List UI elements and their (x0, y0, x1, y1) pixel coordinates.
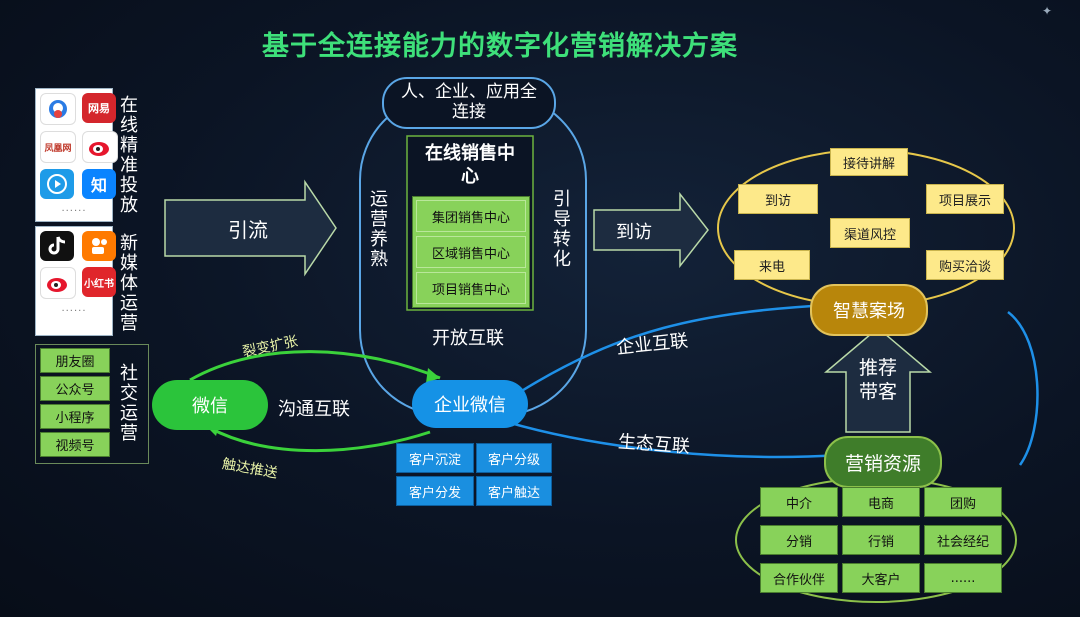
social-panel (35, 344, 149, 464)
res-item-ecommerce: 电商 (842, 487, 920, 517)
douyin-icon (40, 231, 74, 261)
conversion-label: 引导转化 (553, 189, 571, 270)
new-media-panel: 小红书 ...... (35, 226, 116, 336)
eco-link (499, 418, 841, 459)
resources-node: 营销资源 (824, 436, 942, 488)
site-item-call: 来电 (734, 250, 810, 280)
page-title: 基于全连接能力的数字化营销解决方案 (262, 31, 738, 62)
wecom-node: 企业微信 (412, 380, 528, 428)
full-connect-label: 人、企业、应用全连接 (401, 82, 537, 122)
wecom-item-distribute: 客户分发 (396, 476, 474, 506)
reach-curve (209, 426, 431, 453)
res-item-groupbuy: 团购 (924, 487, 1002, 517)
site-item-visit: 到访 (738, 184, 818, 214)
side-link (1007, 311, 1039, 466)
qq-icon (40, 93, 76, 125)
social-label: 社交运营 (120, 363, 138, 444)
tuijian-arrow-shape (823, 327, 933, 433)
wecom-item-reach: 客户触达 (476, 476, 552, 506)
yinliu-arrow-shape (164, 179, 337, 277)
wecom-item-settle: 客户沉淀 (396, 443, 474, 473)
netease-icon: 网易 (82, 93, 116, 123)
operation-label: 运营养熟 (370, 189, 388, 270)
new-media-label: 新媒体运营 (120, 233, 138, 334)
wechat-node: 微信 (152, 380, 268, 430)
daofang-label: 到访 (616, 222, 652, 243)
star-icon: ✦ (1042, 4, 1053, 18)
wecom-item-grade: 客户分级 (476, 443, 552, 473)
online-ads-panel: 网易 凤凰网 知 ...... (35, 88, 118, 222)
sales-center-title: 在线销售中心 (425, 143, 515, 187)
open-connect-label: 开放互联 (432, 328, 504, 349)
ifeng-icon: 凤凰网 (40, 131, 76, 163)
yinliu-label: 引流 (228, 218, 268, 242)
weibo-icon (82, 131, 118, 163)
site-item-risk: 渠道风控 (830, 218, 910, 248)
res-item-more: ...... (924, 563, 1002, 593)
youku-icon (40, 169, 74, 199)
tuijian-label: 推荐带客 (858, 357, 897, 403)
zhihu-icon: 知 (82, 169, 116, 199)
res-item-bigclient: 大客户 (842, 563, 920, 593)
fission-curve (189, 350, 441, 382)
sales-item-project: 项目销售中心 (416, 272, 526, 304)
more-dots: ...... (61, 203, 87, 214)
enterprise-link (519, 303, 831, 394)
weibo-icon-2 (40, 267, 76, 299)
social-item-official: 公众号 (40, 376, 110, 401)
kuaishou-icon (82, 231, 116, 261)
sales-item-group: 集团销售中心 (416, 200, 526, 232)
social-item-channels: 视频号 (40, 432, 110, 457)
sales-item-region: 区域销售中心 (416, 236, 526, 268)
comm-connect-label: 沟通互联 (278, 399, 350, 420)
res-item-broker: 社会经纪 (924, 525, 1002, 555)
social-item-moments: 朋友圈 (40, 348, 110, 373)
online-ads-label: 在线精准投放 (120, 95, 138, 216)
xiaohongshu-icon: 小红书 (82, 267, 116, 297)
res-item-marketing: 行销 (842, 525, 920, 555)
daofang-arrow-shape (593, 191, 709, 269)
more-dots-2: ...... (61, 303, 87, 314)
top-pill-outline (382, 77, 556, 129)
res-item-distribution: 分销 (760, 525, 838, 555)
res-item-partner: 合作伙伴 (760, 563, 838, 593)
site-item-reception: 接待讲解 (830, 148, 908, 176)
smart-site-node: 智慧案场 (810, 284, 928, 336)
res-item-agency: 中介 (760, 487, 838, 517)
site-item-showcase: 项目展示 (926, 184, 1004, 214)
site-item-negotiate: 购买洽谈 (926, 250, 1004, 280)
eco-link-label: 生态互联 (617, 431, 691, 458)
social-item-miniprogram: 小程序 (40, 404, 110, 429)
